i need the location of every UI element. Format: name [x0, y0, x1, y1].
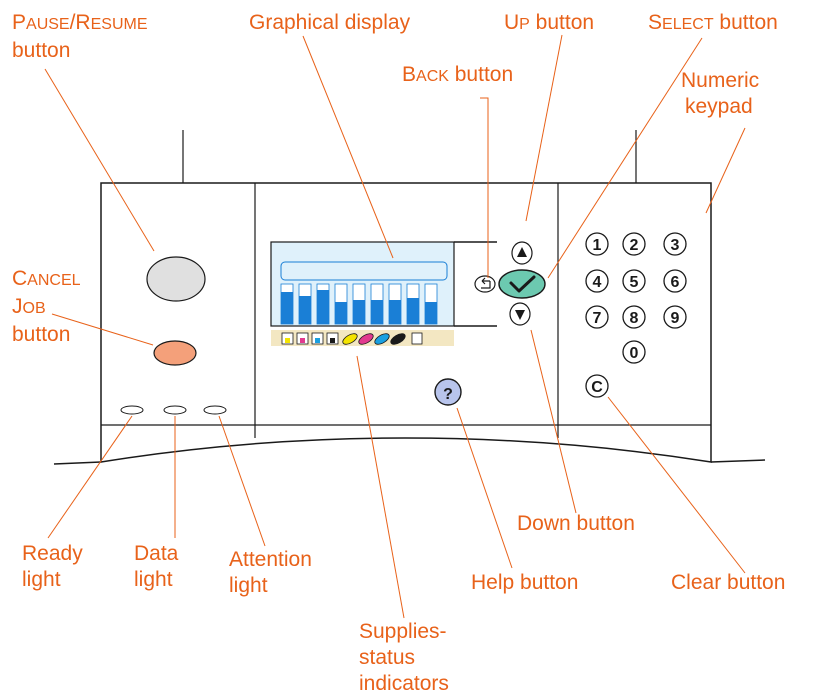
keypad-key-label: 0 [630, 345, 639, 362]
callout-pause-resume: PAUSE/RESUME button [12, 11, 148, 62]
supply-level-bar [407, 298, 419, 324]
down-arrow-icon [515, 310, 525, 320]
callout-attention-light: Attention light [229, 548, 312, 597]
leader-graphical-display [302, 35, 394, 259]
ink-level-mark [285, 338, 290, 343]
leader-back-button [480, 97, 489, 278]
printhead-icon [358, 333, 374, 345]
help-question-icon: ? [443, 386, 453, 403]
keypad-key-1[interactable]: 1 [585, 232, 609, 256]
wing-right [710, 459, 766, 463]
keypad-key-label: 2 [630, 237, 639, 254]
keypad-key-4[interactable]: 4 [585, 269, 609, 293]
keypad-key-2[interactable]: 2 [622, 232, 646, 256]
printhead-icon [374, 333, 390, 345]
callout-numeric-keypad: Numeric keypad [681, 69, 760, 118]
keypad-key-7[interactable]: 7 [585, 305, 609, 329]
ready-light [120, 405, 144, 415]
leader-numeric-keypad [705, 127, 746, 214]
data-light [163, 405, 187, 415]
attention-light [203, 405, 227, 415]
leader-supplies-status [356, 355, 405, 619]
up-button[interactable] [511, 241, 533, 265]
keypad-key-label: 7 [593, 310, 602, 327]
supply-level-bar [425, 302, 437, 324]
keypad-key-label: 3 [671, 237, 680, 254]
pause-resume-button[interactable] [146, 256, 206, 302]
leader-clear-button [607, 396, 746, 574]
supply-level-bar [281, 292, 293, 324]
leader-down-button [530, 329, 577, 514]
leader-pause-resume [44, 68, 155, 252]
maintenance-cartridge-icon [411, 332, 423, 345]
supply-level-bar [299, 296, 311, 324]
keypad-key-8[interactable]: 8 [622, 305, 646, 329]
keypad-key-3[interactable]: 3 [663, 232, 687, 256]
keypad-key-label: 4 [593, 274, 602, 291]
supplies-status-strip [271, 330, 454, 346]
keypad-key-9[interactable]: 9 [663, 305, 687, 329]
callout-select-button: SELECT button [648, 11, 778, 34]
callout-ready-light: Ready light [22, 542, 83, 591]
supply-level-bar [389, 300, 401, 324]
keypad-key-6[interactable]: 6 [663, 269, 687, 293]
leader-lines [44, 34, 746, 619]
keypad-key-5[interactable]: 5 [622, 269, 646, 293]
ink-level-mark [300, 338, 305, 343]
leader-select-button [547, 37, 703, 279]
callout-down-button: Down button [517, 512, 635, 535]
select-button[interactable] [498, 269, 546, 299]
keypad-key-label: 8 [630, 310, 639, 327]
cancel-job-button[interactable] [153, 340, 197, 366]
clear-key-label: C [591, 379, 603, 396]
leader-attention-light [218, 415, 266, 547]
keypad-key-label: 9 [671, 310, 680, 327]
wing-left [53, 461, 102, 465]
checkmark-icon [509, 275, 536, 293]
leader-help-button [456, 407, 513, 569]
supply-level-bar [317, 290, 329, 324]
keypad-key-label: 1 [593, 237, 602, 254]
supply-level-bars [280, 283, 438, 325]
callout-supplies-status: Supplies- status indicators [359, 620, 449, 695]
callout-up-button: UP button [504, 11, 595, 34]
keypad-key-0[interactable]: 0 [622, 340, 646, 364]
keypad-key-label: 5 [630, 274, 639, 291]
up-arrow-icon [517, 247, 527, 257]
help-button[interactable]: ? [434, 378, 462, 406]
down-button[interactable] [509, 302, 531, 326]
numeric-keypad: 1 2 3 4 5 6 7 8 9 0 [585, 232, 687, 364]
ink-level-mark [315, 338, 320, 343]
back-arrow-icon [481, 277, 491, 289]
back-button[interactable] [474, 275, 496, 293]
keypad-key-label: 6 [671, 274, 680, 291]
supply-level-bar [353, 300, 365, 324]
printhead-icon [342, 333, 358, 345]
leader-ready-light [47, 415, 133, 539]
supply-level-bar [371, 300, 383, 324]
leader-cancel-job [51, 313, 154, 346]
callout-graphical-display: Graphical display [249, 11, 411, 34]
display-message-bar [280, 261, 448, 281]
callout-data-light: Data light [134, 542, 179, 591]
callout-back-button: BACK button [402, 63, 514, 86]
ink-level-mark [330, 338, 335, 343]
callout-cancel-job: CANCEL JOB button [12, 267, 81, 346]
clear-button[interactable]: C [585, 374, 609, 398]
leader-up-button [525, 34, 563, 222]
supply-level-bar [335, 302, 347, 324]
callout-clear-button: Clear button [671, 571, 786, 594]
callout-help-button: Help button [471, 571, 579, 594]
printhead-icon [390, 333, 406, 345]
